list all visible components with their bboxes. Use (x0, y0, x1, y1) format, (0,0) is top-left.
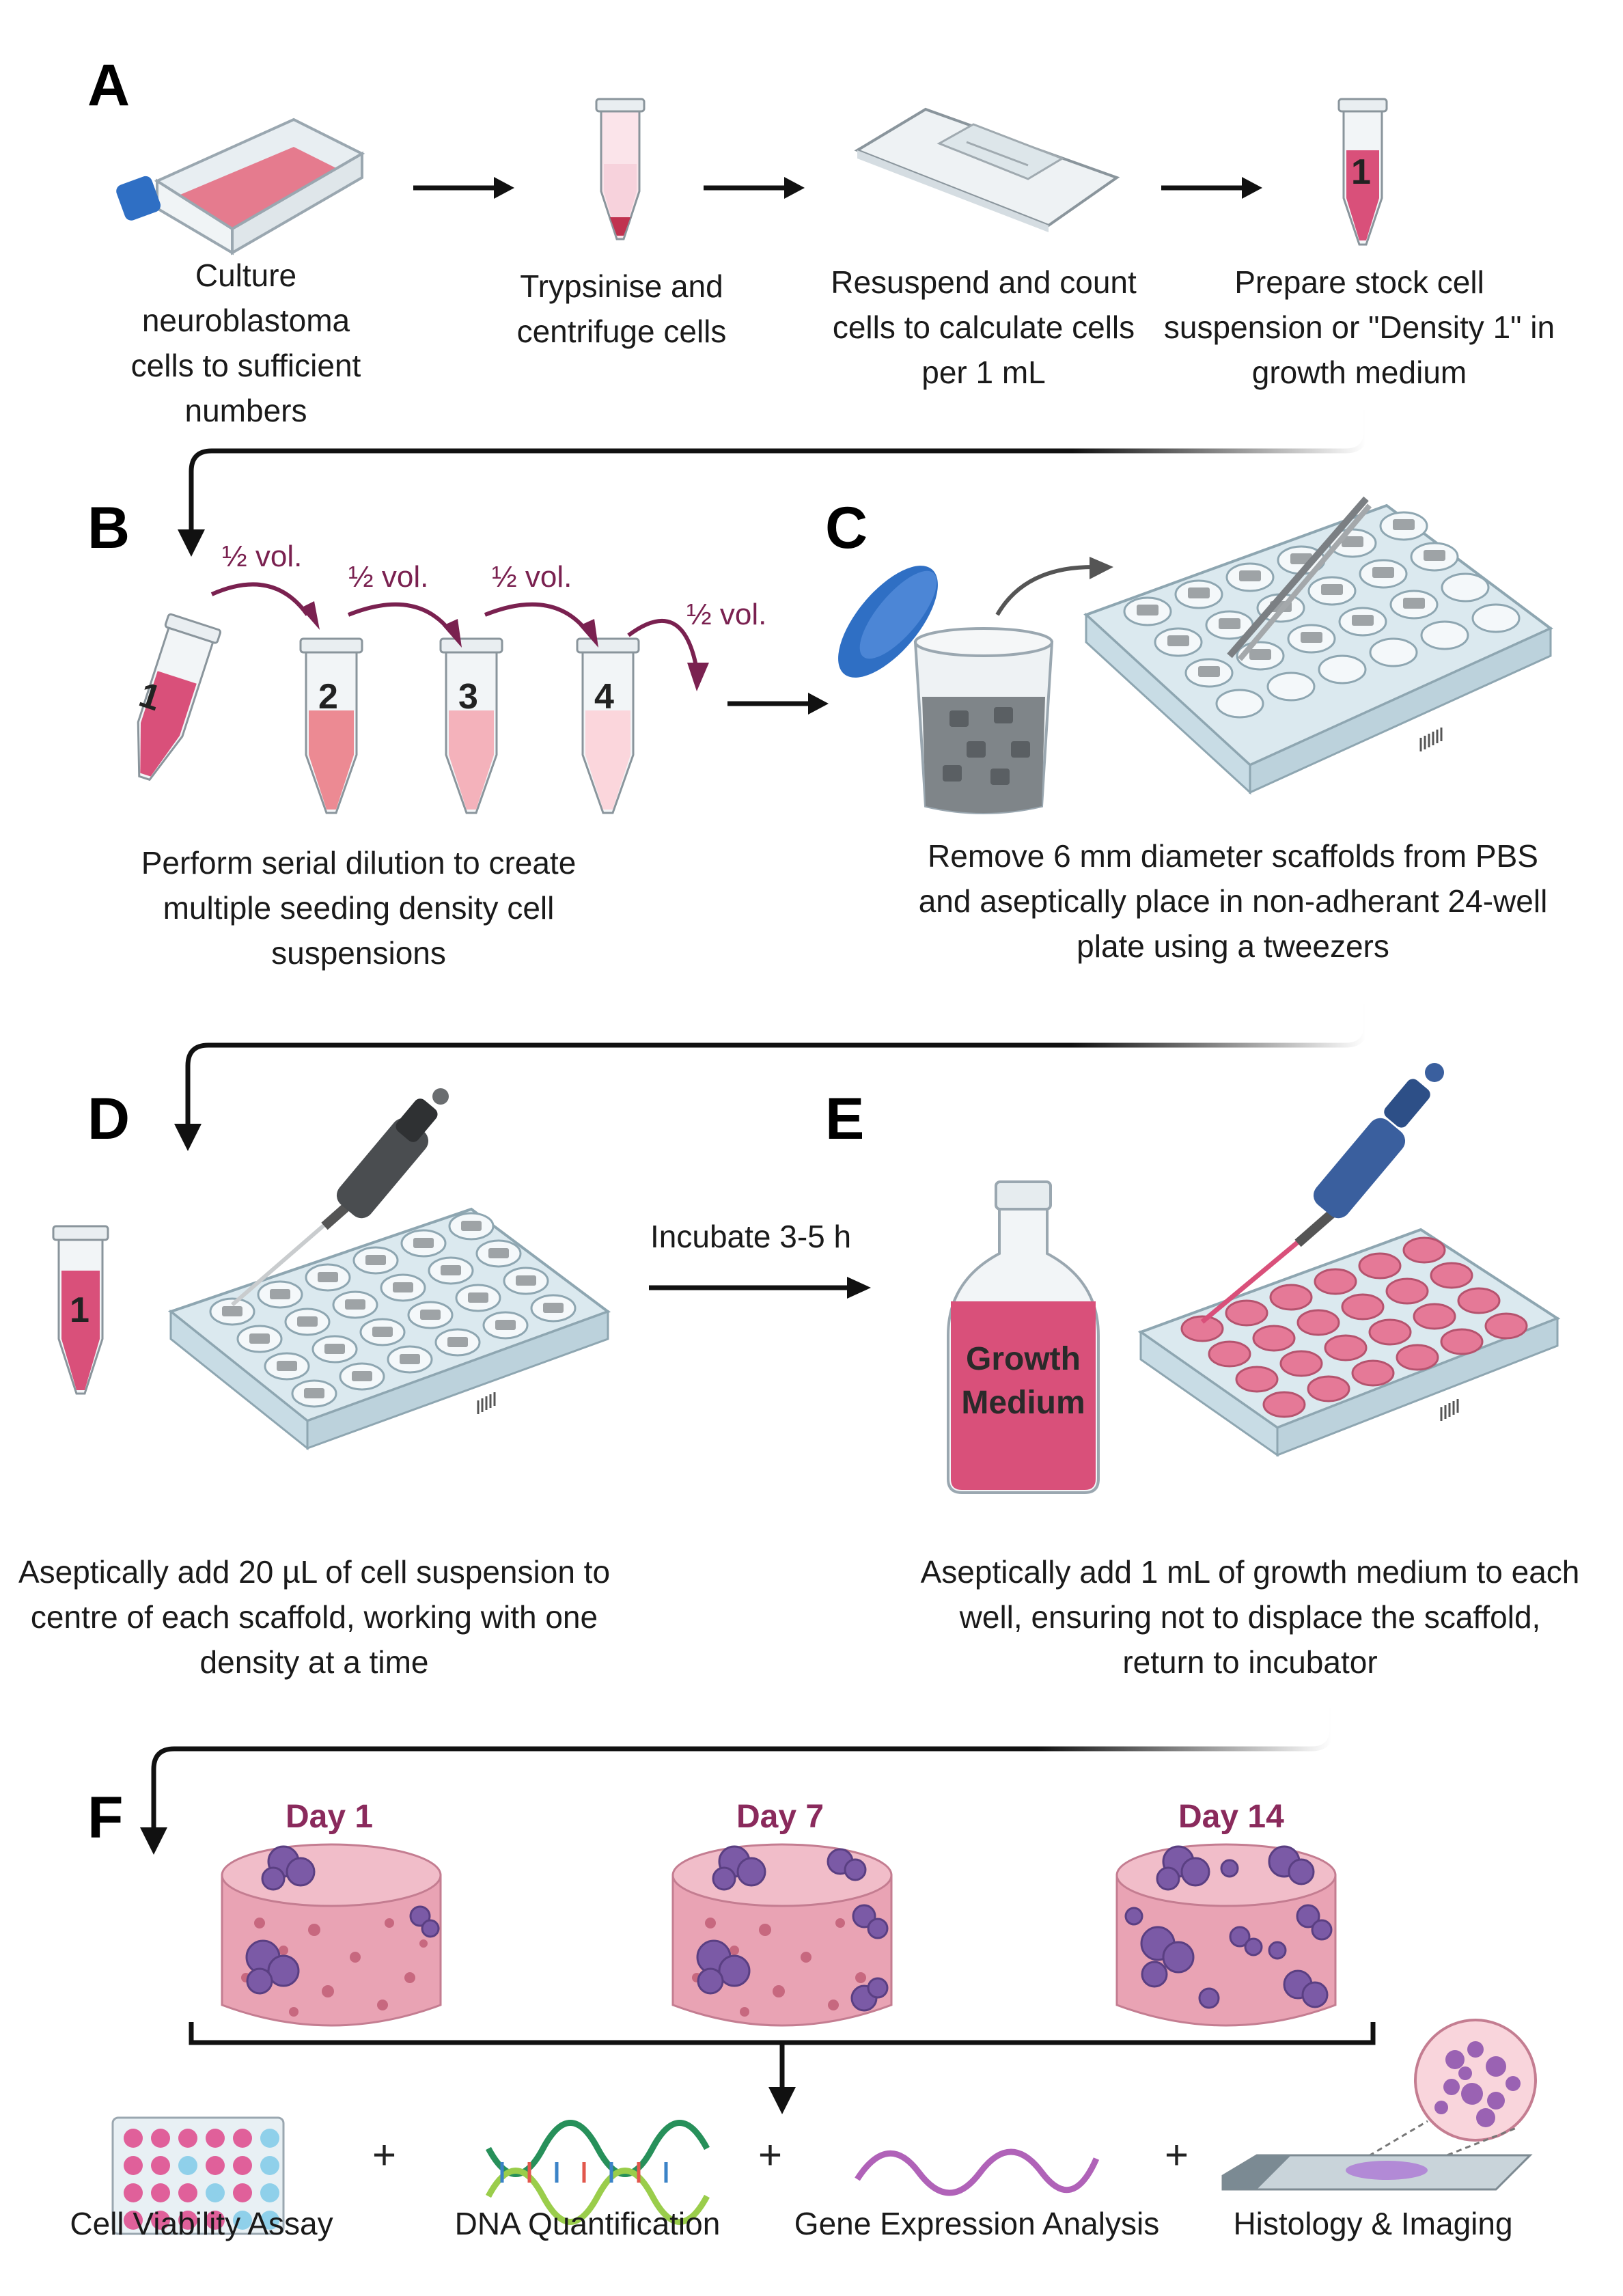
pbs-jar-icon (838, 566, 1054, 814)
half-volume-label-2: ½ vol. (348, 560, 429, 594)
step-a1-caption: Culture neuroblastoma cells to sufficien… (130, 258, 361, 428)
incubate-label: Incubate 3-5 h (650, 1219, 852, 1254)
half-volume-label-4: ½ vol. (686, 598, 767, 631)
density-1-tube-label: 1 (70, 1290, 89, 1330)
density-1-tube-label: 1 (1351, 152, 1371, 192)
plus-sign: + (372, 2132, 397, 2178)
transfer-arrows (210, 582, 709, 691)
hemocytometer-icon (854, 107, 1120, 232)
growth-medium-bottle-icon (947, 1180, 1100, 1494)
step-a4-caption: Prepare stock cell suspension or "Densit… (1163, 264, 1555, 390)
well-plate-with-scaffolds-icon (1083, 496, 1553, 795)
scaffold-day-14-icon (1115, 1843, 1337, 2027)
day-14-label: Day 14 (1178, 1799, 1284, 1835)
panel-letter-a: A (87, 53, 130, 118)
incubate-arrow (649, 1277, 871, 1299)
histology-slide-icon (1221, 2019, 1537, 2191)
panel-letter-f: F (87, 1785, 124, 1851)
plus-sign: + (758, 2132, 783, 2178)
step-arrow (413, 177, 514, 199)
dilution-tube-1-icon (137, 613, 222, 782)
panel-d-caption: Aseptically add 20 µL of cell suspension… (18, 1554, 611, 1680)
assay-gene-expression-label: Gene Expression Analysis (794, 2206, 1160, 2241)
assay-dna-quantification-label: DNA Quantification (454, 2206, 721, 2241)
culture-flask-icon (116, 117, 365, 255)
dna-helix-icon (486, 2120, 710, 2225)
scaffold-day-7-icon (671, 1843, 893, 2027)
panel-letter-c: C (825, 495, 868, 561)
panel-letter-b: B (87, 495, 130, 561)
half-volume-label-3: ½ vol. (492, 560, 572, 594)
dilution-tube-2-icon (299, 637, 363, 814)
step-arrow (727, 693, 829, 715)
assay-cell-viability-label: Cell Viability Assay (70, 2206, 333, 2241)
growth-medium-bottle-label: Growth Medium (961, 1341, 1085, 1421)
panel-b-caption: Perform serial dilution to create multip… (141, 845, 577, 971)
panel-letter-d: D (87, 1086, 130, 1152)
step-a2-caption: Trypsinise and centrifuge cells (516, 268, 727, 349)
scaffold-day-1-icon (221, 1843, 442, 2027)
transfer-arrow (995, 557, 1113, 616)
well-plate-with-pipette-icon (167, 1088, 611, 1451)
half-volume-label-1: ½ vol. (222, 540, 303, 573)
assay-histology-label: Histology & Imaging (1233, 2206, 1513, 2241)
flow-connector-arrow (140, 1708, 1335, 1855)
analysis-bracket (189, 2022, 1376, 2114)
step-arrow (704, 177, 805, 199)
centrifuge-tube-icon (595, 98, 646, 240)
panel-e-caption: Aseptically add 1 mL of growth medium to… (920, 1554, 1580, 1680)
day-7-label: Day 7 (736, 1799, 824, 1835)
dilution-tube-3-label: 3 (458, 677, 478, 717)
day-1-label: Day 1 (286, 1799, 374, 1835)
step-arrow (1161, 177, 1262, 199)
flow-connector-arrow (174, 1004, 1369, 1151)
dilution-tube-4-label: 4 (594, 677, 614, 717)
flow-connector-arrow (178, 410, 1369, 557)
dilution-tube-4-icon (576, 637, 640, 814)
well-plate-assay-icon (111, 2116, 285, 2235)
plus-sign: + (1165, 2132, 1189, 2178)
density-1-tube-icon (52, 1225, 109, 1395)
step-a3-caption: Resuspend and count cells to calculate c… (831, 264, 1137, 390)
panel-c-caption: Remove 6 mm diameter scaffolds from PBS … (918, 838, 1548, 964)
well-plate-with-medium-icon (1137, 1063, 1561, 1457)
dilution-tube-2-label: 2 (318, 677, 338, 717)
panel-letter-e: E (825, 1086, 865, 1152)
dilution-tube-3-icon (439, 637, 503, 814)
rna-wave-icon (855, 2148, 1100, 2196)
density-1-tube-icon (1337, 98, 1388, 246)
